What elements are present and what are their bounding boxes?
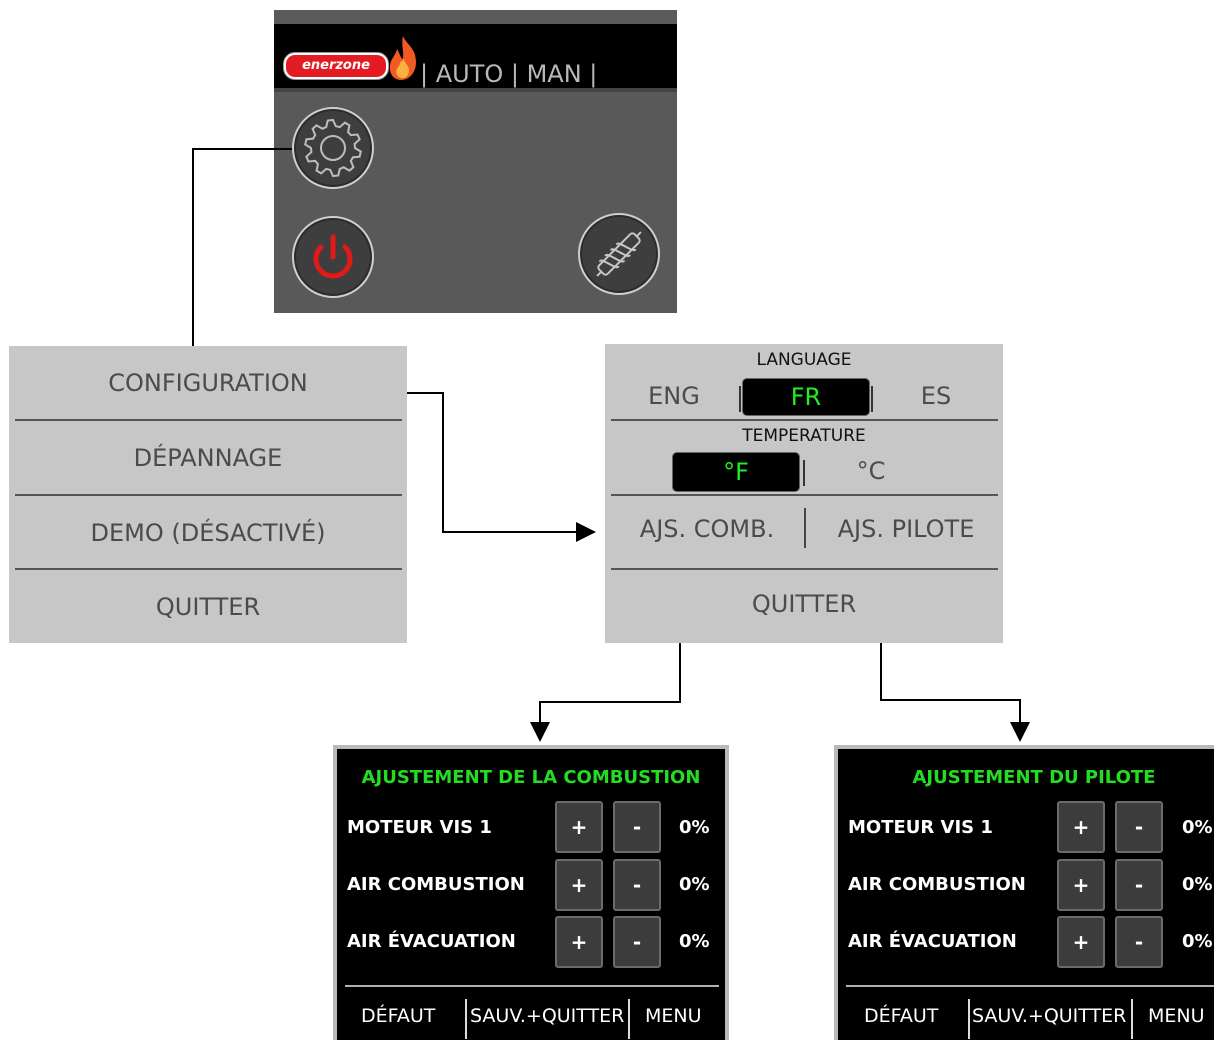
menu-divider [15,568,402,570]
language-option-fr-selected[interactable]: FR [743,379,869,415]
menu-divider [15,419,402,421]
menu-item-troubleshooting[interactable]: DÉPANNAGE [133,444,283,472]
mode-indicator[interactable]: | AUTO | MAN | [420,60,598,88]
menu-item-configuration[interactable]: CONFIGURATION [108,369,308,397]
menu-divider [15,494,402,496]
config-divider [611,568,998,570]
separator-bar [803,460,805,486]
row-label-screw-motor: MOTEUR VIS 1 [848,817,993,838]
save-quit-button[interactable]: SAUV.+QUITTER [972,1005,1127,1027]
main-menu-panel: CONFIGURATION DÉPANNAGE DEMO (DÉSACTIVÉ)… [9,346,407,643]
menu-button[interactable]: MENU [645,1005,702,1027]
footer-divider [345,985,719,987]
row-label-combustion-air: AIR COMBUSTION [848,874,1026,895]
temperature-option-fahrenheit-selected[interactable]: °F [673,453,799,491]
footer-divider [846,985,1214,987]
enerzone-logo: enerzone [284,53,388,79]
menu-item-demo[interactable]: DEMO (DÉSACTIVÉ) [90,519,326,547]
decrease-button[interactable]: - [613,859,661,911]
menu-item-quit[interactable]: QUITTER [155,593,261,621]
top-strip [274,10,677,24]
logo-text: enerzone [302,58,370,73]
adjust-combustion-button[interactable]: AJS. COMB. [639,515,775,543]
header-divider [274,88,677,92]
increase-button[interactable]: + [1057,859,1105,911]
footer-separator [628,999,630,1039]
footer-separator [1131,999,1133,1039]
increase-button[interactable]: + [1057,916,1105,968]
config-divider [611,419,998,421]
power-icon [313,234,353,279]
footer-separator [465,999,467,1039]
separator-bar [871,386,873,412]
temperature-label: TEMPERATURE [742,426,866,446]
decrease-button[interactable]: - [1115,859,1163,911]
row-label-combustion-air: AIR COMBUSTION [347,874,525,895]
increase-button[interactable]: + [555,801,603,853]
temperature-option-celsius[interactable]: °C [856,457,886,485]
screen-title: AJUSTEMENT DE LA COMBUSTION [361,767,701,788]
value-readout: 0% [1182,931,1213,952]
decrease-button[interactable]: - [1115,916,1163,968]
screen-title: AJUSTEMENT DU PILOTE [912,767,1156,788]
pilot-adjust-screen: AJUSTEMENT DU PILOTE MOTEUR VIS 1 + - 0%… [834,745,1214,1040]
value-readout: 0% [679,931,710,952]
save-quit-button[interactable]: SAUV.+QUITTER [470,1005,625,1027]
flame-icon [389,36,416,80]
row-label-screw-motor: MOTEUR VIS 1 [347,817,492,838]
increase-button[interactable]: + [1057,801,1105,853]
separator-bar [804,508,806,548]
combustion-adjust-screen: AJUSTEMENT DE LA COMBUSTION MOTEUR VIS 1… [333,745,729,1040]
value-readout: 0% [1182,874,1213,895]
configuration-panel: LANGUAGE ENG FR ES TEMPERATURE °F °C AJS… [605,344,1003,643]
fuel-feed-button[interactable] [578,213,660,295]
value-readout: 0% [679,874,710,895]
row-label-exhaust-air: AIR ÉVACUATION [848,931,1017,952]
gear-icon [304,118,362,178]
decrease-button[interactable]: - [613,916,661,968]
value-readout: 0% [679,817,710,838]
config-divider [611,494,998,496]
language-option-eng[interactable]: ENG [648,382,700,410]
decrease-button[interactable]: - [613,801,661,853]
default-button[interactable]: DÉFAUT [361,1005,436,1027]
fuel-screw-icon [596,231,642,277]
decrease-button[interactable]: - [1115,801,1163,853]
adjust-pilot-button[interactable]: AJS. PILOTE [837,515,975,543]
menu-button[interactable]: MENU [1148,1005,1205,1027]
increase-button[interactable]: + [555,859,603,911]
config-quit-button[interactable]: QUITTER [751,590,857,618]
footer-separator [968,999,970,1039]
value-readout: 0% [1182,817,1213,838]
default-button[interactable]: DÉFAUT [864,1005,939,1027]
row-label-exhaust-air: AIR ÉVACUATION [347,931,516,952]
increase-button[interactable]: + [555,916,603,968]
power-button[interactable] [292,216,374,298]
language-label: LANGUAGE [756,350,852,370]
connector-menu-to-config [398,392,596,542]
language-option-es[interactable]: ES [920,382,952,410]
settings-button[interactable] [292,107,374,189]
separator-bar [739,386,741,412]
